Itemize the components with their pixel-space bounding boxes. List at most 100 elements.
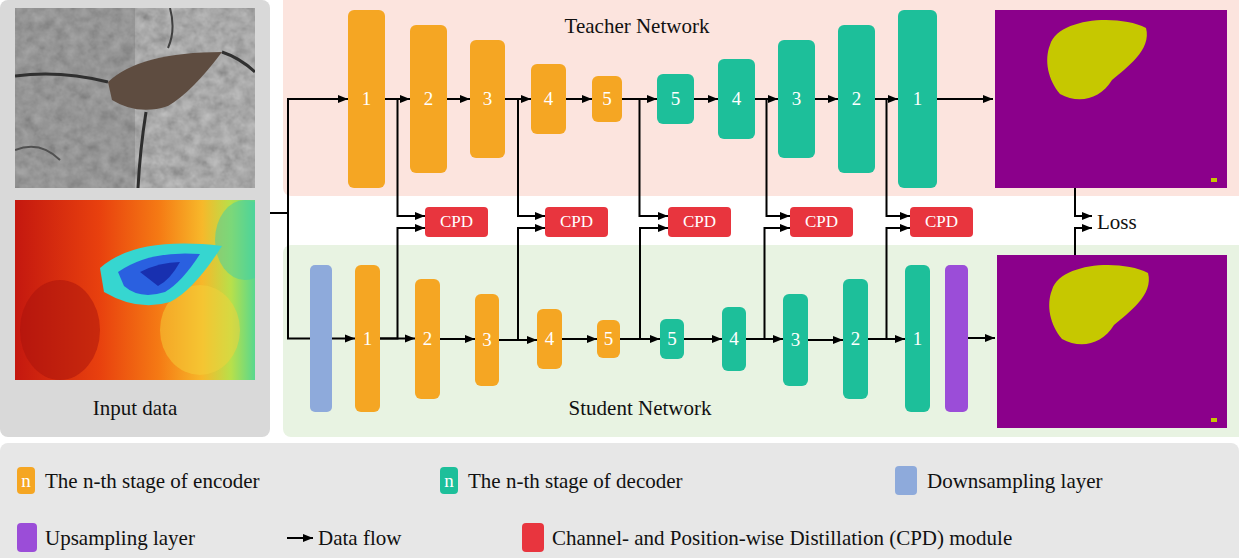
cpd-module: CPD [668,207,731,237]
downsampling-layer [310,265,332,412]
legend-entry: Upsampling layer [45,526,195,550]
legend-text: The n-th stage of encoder [45,469,260,493]
legend-entry: Downsampling layer [927,469,1103,493]
encoder-stage: 3 [475,294,499,386]
loss-label: Loss [1097,210,1137,234]
legend-text: Data flow [318,526,401,550]
data-flow-arrow [620,228,668,339]
stage-number: 2 [851,328,861,350]
student-panel: Student Network 1 2 3 4 5 5 4 3 2 1 [283,245,1239,437]
data-flow-arrow [622,99,668,216]
legend-text: Channel- and Position-wise Distillation … [552,526,1012,550]
flow-arrow [968,337,995,339]
cpd-module: CPD [790,207,853,237]
data-flow-arrow [755,99,790,216]
encoder-stage: 5 [592,76,622,122]
legend-swatch: n [440,467,458,494]
data-flow-arrow [868,338,905,340]
encoder-stage: 4 [531,64,566,134]
legend-swatch [895,466,917,495]
stage-number: 5 [671,88,681,110]
data-flow-arrow [505,99,545,216]
data-flow-arrow [808,339,843,341]
legend-symbol: n [444,470,454,492]
data-flow-arrow [380,228,425,339]
loss-label-holder: Loss [1097,210,1137,234]
data-flow-arrow [447,98,470,100]
stage-number: 1 [363,328,373,350]
panel-title: Input data [93,396,178,420]
decoder-stage: 1 [905,265,930,412]
decoder-stage: 2 [843,279,868,399]
decoder-stage: 2 [838,25,875,173]
stage-number: 5 [667,328,677,350]
stage-number: 4 [544,88,554,110]
loss-arrow [1075,188,1092,216]
legend-arrow-sample [287,537,313,539]
data-flow-arrow [815,98,838,100]
decoder-stage: 3 [783,294,808,386]
stage-number: 5 [602,88,612,110]
legend-text: Upsampling layer [45,526,195,550]
input-panel: Input data [0,0,270,437]
stage-number: 3 [792,88,802,110]
data-flow-arrow [566,98,592,100]
data-flow-arrow [694,98,718,100]
input-heatmap-image [15,200,255,380]
stage-number: 1 [913,88,923,110]
stage-number: 3 [791,329,801,351]
input-texture-image [15,8,255,188]
loss-arrow [1075,228,1092,255]
data-flow-arrow [746,338,783,340]
data-flow-arrow [499,339,537,341]
panel-title: Teacher Network [565,14,710,38]
data-flow-arrow [746,228,790,339]
data-flow-arrow [562,338,597,340]
stage-number: 1 [913,328,923,350]
legend-entry: The n-th stage of encoder [45,469,260,493]
stage-number: 4 [545,328,555,350]
stage-number: 4 [729,328,739,350]
data-flow-arrow [868,228,910,339]
encoder-stage: 1 [355,265,380,412]
panel-title: Student Network [569,396,712,420]
teacher-output-image [995,10,1227,188]
decoder-stage: 5 [657,74,694,124]
cpd-module: CPD [545,207,608,237]
data-flow-arrow [622,98,657,100]
encoder-stage: 2 [415,279,440,399]
cpd-module: CPD [425,207,488,237]
flow-arrow [937,98,993,100]
stage-number: 5 [604,328,614,350]
module-label: CPD [925,212,958,232]
legend-swatch [17,523,37,552]
data-flow-arrow [499,228,545,340]
legend-swatch: n [17,467,35,494]
legend-symbol: n [21,470,31,492]
legend-entry: Data flow [318,526,401,550]
data-flow-arrow [875,98,898,100]
stage-number: 4 [732,88,742,110]
data-flow-arrow [505,98,531,100]
data-flow-arrow [440,338,475,340]
legend-swatch [522,523,544,552]
legend-entry: Channel- and Position-wise Distillation … [552,526,1012,550]
module-label: CPD [560,212,593,232]
data-flow-arrow [620,338,660,340]
legend-text: The n-th stage of decoder [468,469,683,493]
cpd-module: CPD [910,207,973,237]
decoder-stage: 1 [898,10,937,188]
decoder-stage: 5 [660,319,684,359]
module-label: CPD [440,212,473,232]
stage-number: 3 [483,88,493,110]
stage-number: 2 [852,88,862,110]
encoder-stage: 5 [597,320,620,358]
data-flow-arrow [755,98,778,100]
legend-text: Downsampling layer [927,469,1103,493]
data-flow-arrow [684,338,722,340]
stage-number: 2 [423,328,433,350]
stage-number: 2 [424,88,434,110]
data-flow-arrow [270,99,348,213]
data-flow-arrow [385,98,410,100]
decoder-stage: 4 [718,59,755,139]
